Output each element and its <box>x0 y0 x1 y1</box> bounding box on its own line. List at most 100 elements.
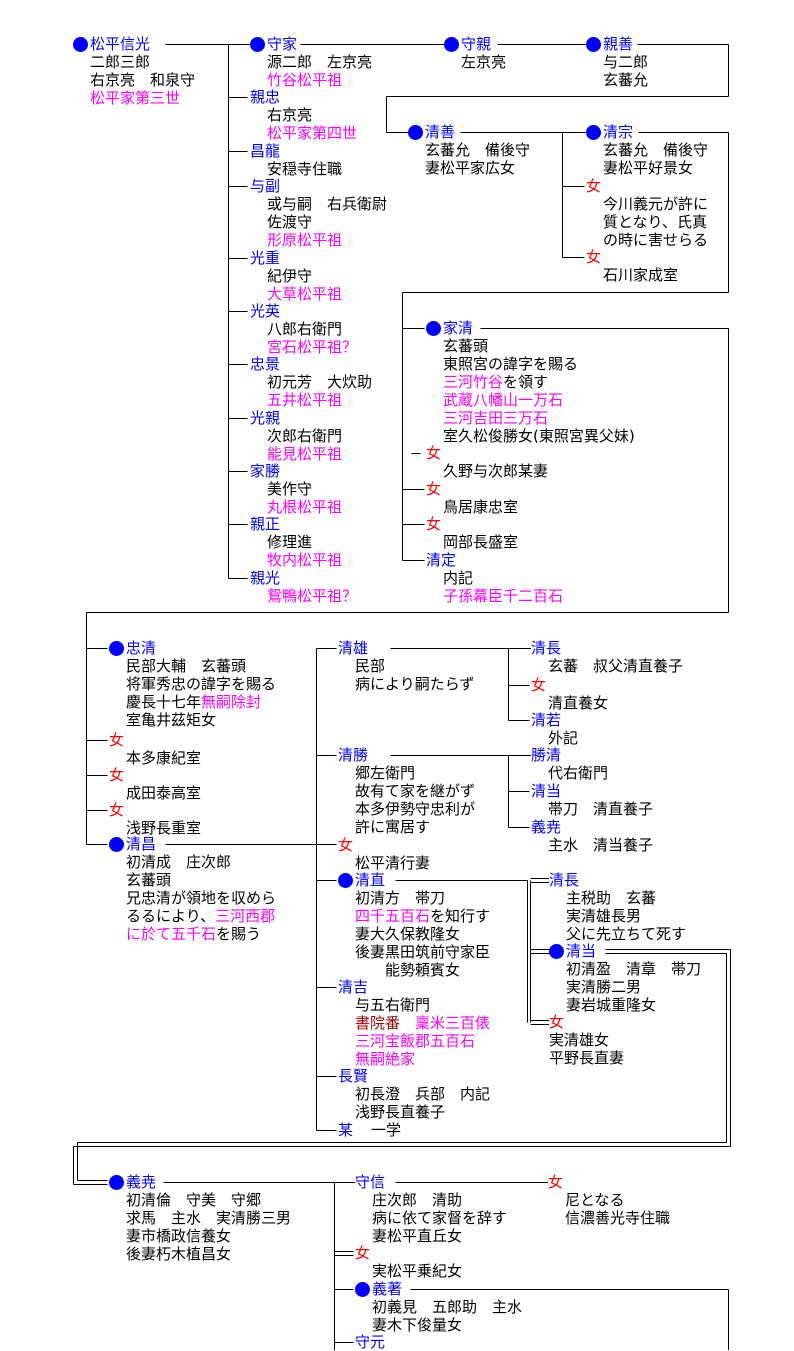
person-name: 女 <box>338 836 357 854</box>
note-text: の時に害せらる <box>603 231 709 249</box>
note-text: 実清勝二男 <box>566 978 642 996</box>
person-note-line: 石川家成室 <box>586 266 678 284</box>
person-note-line: 牧内松平祖 <box>250 551 342 569</box>
note-text: 実松平乗紀女 <box>372 1262 463 1280</box>
person-name: 清直 <box>355 871 389 889</box>
person-note-line: 浅野長直養子 <box>338 1103 490 1121</box>
person-entry: 清勝郷左衛門故有て家を継がず本多伊勢守忠利が許に寓居す <box>338 746 475 836</box>
person-note-line: 後妻黒田筑前守家臣 <box>338 943 490 961</box>
person-name: 清勝 <box>338 746 372 764</box>
person-name: 女 <box>549 1013 568 1031</box>
person-name: 守信 <box>355 1173 389 1191</box>
person-entry: 親善与二郎玄蕃允 <box>586 35 648 89</box>
person-entry: 長賢初長澄 兵部 内記浅野長直養子 <box>338 1067 490 1121</box>
person-name: 清雄 <box>338 639 372 657</box>
note-text: 妻大久保教隆女 <box>355 925 461 943</box>
person-note-line: 与五右衛門 <box>338 996 490 1014</box>
person-note-line: 鳥居康忠室 <box>426 498 518 516</box>
person-note-line: 内記 <box>426 569 563 587</box>
person-note-line: 紀伊守 <box>250 267 342 285</box>
person-note-line: 源二郎 左京亮 <box>250 53 372 71</box>
person-name: 守親 <box>461 35 495 53</box>
person-name: 清吉 <box>338 978 372 996</box>
person-note-line: 実清雄長男 <box>549 907 686 925</box>
person-note-line: 久野与次郎某妻 <box>426 462 548 480</box>
note-text: 松平家第三世 <box>90 89 181 107</box>
person-entry: 親忠右京亮松平家第四世 <box>250 88 357 142</box>
note-text: 妻市橋政信養女 <box>126 1227 232 1245</box>
person-note-line: 右京亮 <box>250 106 357 124</box>
note-text: 鳥居康忠室 <box>443 498 519 516</box>
person-note-line: 八郎右衛門 <box>250 320 357 338</box>
person-entry: 光英八郎右衛門宮石松平祖？ <box>250 302 357 356</box>
note-text: 次郎右衛門 <box>267 427 343 445</box>
person-note-line: 成田泰高室 <box>109 784 201 802</box>
heir-dot-icon <box>549 943 564 959</box>
person-note: 一学 <box>356 1121 402 1139</box>
note-text: 松平清行妻 <box>355 854 431 872</box>
note-text: 室亀井茲矩女 <box>126 711 217 729</box>
person-note-line: 松平家第四世 <box>250 124 357 142</box>
person-name: 女 <box>109 766 128 784</box>
person-name: 清善 <box>425 123 459 141</box>
person-note-line: 二郎三郎 <box>73 53 195 71</box>
note-text: 竹谷松平祖 <box>267 71 343 89</box>
person-name: 守元 <box>355 1333 389 1351</box>
person-note-line: 帯刀 清直養子 <box>531 800 653 818</box>
person-note-line: 玄蕃允 備後守 <box>586 141 708 159</box>
person-name: 義著 <box>372 1280 406 1298</box>
note-text: 玄蕃允 備後守 <box>603 141 709 159</box>
heir-dot-icon <box>73 36 88 52</box>
person-entry: 清宗玄蕃允 備後守妻松平好景女 <box>586 123 708 177</box>
note-text: 妻木下俊量女 <box>372 1316 463 1334</box>
person-name: 清長 <box>531 639 565 657</box>
note-text: 主税助 玄蕃 <box>566 889 657 907</box>
note-text: 形原松平祖 <box>267 231 343 249</box>
person-name: 光重 <box>250 249 284 267</box>
person-note-line: 質となり、氏真 <box>586 213 708 231</box>
note-text: 実清雄長男 <box>566 907 642 925</box>
person-entry: 女石川家成室 <box>586 248 678 284</box>
person-name: 親光 <box>250 569 284 587</box>
note-text: 妻松平家広女 <box>425 159 516 177</box>
person-name: 清宗 <box>603 123 637 141</box>
person-entry: 清善玄蕃允 備後守妻松平家広女 <box>408 123 530 177</box>
note-text: 初清成 庄次郎 <box>126 853 232 871</box>
heir-dot-icon <box>109 640 124 656</box>
note-text: 慶長十七年 <box>126 693 202 711</box>
person-entry: 守元 <box>355 1333 389 1351</box>
note-text: 妻岩城重隆女 <box>566 996 657 1014</box>
note-text: 能勢頼賓女 <box>355 961 461 979</box>
person-note-line: 故有て家を継がず <box>338 782 475 800</box>
person-note-line: 信濃善光寺住職 <box>548 1209 670 1227</box>
note-text: 無嗣除封 <box>201 693 262 711</box>
note-text: 八郎右衛門 <box>267 320 343 338</box>
person-name: 女 <box>109 801 128 819</box>
person-note-line: 書院番 稟米三百俵 <box>338 1014 490 1032</box>
note-text: 今川義元が許に <box>603 195 709 213</box>
note-text: 美作守 <box>267 480 313 498</box>
person-entry: 義著初義見 五郎助 主水妻木下俊量女 <box>355 1280 522 1334</box>
heir-dot-icon <box>109 1174 124 1190</box>
note-text: 武蔵八幡山一万石 <box>443 391 564 409</box>
note-text: 実清雄女 <box>549 1031 610 1049</box>
person-note-line: 主税助 玄蕃 <box>549 889 686 907</box>
note-text: を知行す <box>430 907 491 925</box>
person-name: 守家 <box>267 35 301 53</box>
note-text: 郷左衛門 <box>355 764 416 782</box>
person-note-line: 妻岩城重隆女 <box>549 996 701 1014</box>
note-text: 尼となる <box>565 1191 625 1209</box>
note-text: 成田泰高室 <box>126 784 202 802</box>
person-name: 清当 <box>566 942 600 960</box>
person-name: 女 <box>426 480 445 498</box>
note-text: 故有て家を継がず <box>355 782 476 800</box>
person-note-line: 実清雄女 <box>549 1031 624 1049</box>
person-name: 清定 <box>426 551 460 569</box>
person-name: 女 <box>355 1244 374 1262</box>
person-name: 親忠 <box>250 88 284 106</box>
note-text: 東照宮の諱字を賜る <box>443 355 579 373</box>
person-note-line: 庄次郎 清助 <box>355 1191 507 1209</box>
person-note-line: 許に寓居す <box>338 818 475 836</box>
person-note-line: 或与嗣 右兵衛尉 <box>250 195 387 213</box>
note-text: 左京亮 <box>461 53 507 71</box>
